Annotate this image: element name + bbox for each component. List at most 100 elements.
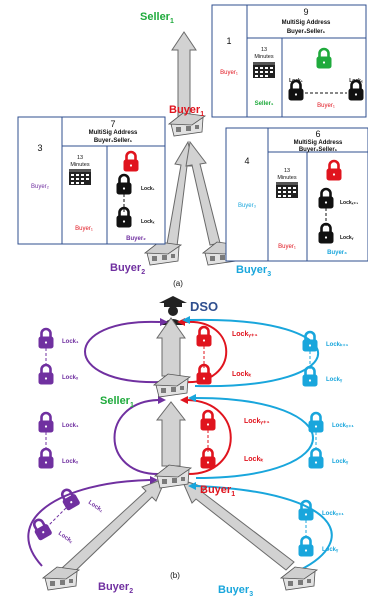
multisig-address-parties: Buyer₁Seller₁ (299, 147, 338, 153)
caption-b: (b) (170, 571, 180, 580)
buyer1-label-a: Buyer1 (169, 104, 204, 118)
row-number: 1 (226, 36, 231, 46)
lock-label: Lockᵧ₊₁ (232, 331, 258, 338)
multisig-address-parties: Buyer₁Seller₁ (94, 138, 133, 144)
seller-locks: Lock₁ Lockₓ Lockᵧ₊₁ Lockₖ Lockₓ₊₁ Lockᵧ (37, 409, 354, 470)
blue-lock-icon (297, 499, 315, 522)
arrow-buyer1-to-seller (171, 31, 197, 118)
lock-label: Lockₖ (244, 456, 263, 463)
bottom-left-party: Buyer₁ (278, 244, 296, 250)
row-number: 3 (37, 143, 42, 153)
buyer2-label-b: Buyer2 (98, 581, 133, 595)
curve-blue-seller-dso-head (182, 316, 190, 324)
calendar-icon (69, 169, 91, 185)
blue-lock-icon (297, 535, 315, 558)
multisig-address-parties: Buyer₁Seller₁ (287, 29, 326, 35)
blue-lock-icon (301, 330, 319, 353)
left-party: Buyer₂ (31, 184, 50, 190)
seller1-label-a: Seller1 (140, 11, 174, 25)
curve-red-buyer1-seller-head (180, 396, 188, 404)
minutes-value: 13 (77, 155, 83, 161)
bottom-right-party: Buyer₁ (317, 103, 335, 109)
dso-label: DSO (190, 299, 218, 314)
curve-purple-seller-dso (84, 320, 161, 384)
block-number: 6 (315, 129, 320, 139)
house-seller1-icon (153, 373, 191, 398)
purple-lock-icon (37, 327, 55, 350)
dso-locks: Lock₁ Lockₓ Lockᵧ₊₁ Lockₖ Lockₖ₊₁ Lockᵧ (37, 325, 349, 388)
lock-top-label: Lock₁ (141, 186, 155, 192)
lock-label: Lockᵧ (326, 377, 343, 383)
curve-purple-buyer1-seller (113, 399, 159, 475)
house-buyer3-icon (280, 566, 318, 591)
arrow-seller-to-dso (156, 317, 186, 377)
arrow-buyer3-to-buyer1 (181, 479, 295, 571)
buyer1-locks: Lock₁ Lockₓ Lockₓ₊₁ Lockᵧ (29, 485, 344, 558)
buyer2-label-a: Buyer2 (110, 262, 145, 276)
house-buyer2-icon (144, 241, 182, 266)
arrow-buyer1-to-seller (155, 401, 187, 467)
curve-purple-buyer2-buyer1-head (150, 476, 158, 484)
bottom-left-party: Buyer₁ (75, 226, 93, 232)
blue-lock-icon (307, 447, 325, 470)
lock-label: Lock₁ (87, 500, 104, 515)
flow-arrows-a (166, 31, 221, 247)
lock-label: Lockₓ₊₁ (332, 423, 354, 429)
curve-purple-buyer1-seller-head (158, 396, 166, 404)
block-number: 9 (303, 7, 308, 17)
bottom-left-party: Seller₁ (255, 101, 274, 107)
red-lock-icon (195, 325, 213, 348)
lock-label: Lockₓ (57, 531, 74, 546)
curve-purple-buyer2-buyer1 (27, 479, 151, 567)
multisig-address-label: MultiSig Address (282, 20, 331, 26)
buyer1-label-b: Buyer1 (200, 484, 235, 498)
ledger-block-right: 4 6 MultiSig Address Buyer₁Seller₁ Buyer… (225, 127, 368, 262)
ledger-block-top: 1 9 MultiSig Address Buyer₁Seller₁ Buyer… (211, 4, 367, 118)
lock-label: Lockₖ₊₁ (326, 342, 349, 348)
minutes-label: Minutes (277, 175, 297, 181)
seller1-label-b: Seller1 (100, 395, 134, 409)
minutes-value: 13 (284, 168, 290, 174)
arrow-buyer2-to-buyer1 (61, 477, 167, 577)
curve-blue-buyer1-seller-head (188, 394, 196, 402)
lock-label: Lockᵧ (332, 459, 349, 465)
left-party: Buyer₃ (238, 203, 257, 209)
row-number: 4 (244, 156, 249, 166)
multisig-address-label: MultiSig Address (89, 130, 138, 136)
panel-a: Seller1 Buyer1 Buyer2 Buyer3 1 9 MultiSi… (17, 4, 368, 288)
purple-lock-icon (37, 411, 55, 434)
minutes-label: Minutes (254, 54, 274, 60)
lock-top-label: Lockₓ₊₁ (340, 200, 358, 206)
minutes-label: Minutes (70, 162, 90, 168)
panel-b: DSO Seller1 Buyer1 (27, 296, 354, 598)
curve-blue-buyer3-buyer1 (195, 485, 333, 571)
left-party: Buyer₁ (220, 70, 238, 76)
blue-lock-icon (301, 365, 319, 388)
lock-label: Lockₓ (62, 375, 79, 381)
lock-label: Lockᵧ₊₁ (244, 418, 270, 425)
curve-blue-buyer1-seller (195, 397, 314, 479)
block-number: 7 (110, 119, 115, 129)
lock-bottom-label: Lockᵧ (340, 235, 354, 241)
buyer3-label-b: Buyer3 (218, 584, 253, 598)
lock-label: Lockₓ₊₁ (322, 511, 344, 517)
calendar-icon (253, 62, 275, 78)
curve-purple-seller-dso-head (160, 318, 168, 326)
lock-bottom-label: Lockₓ (141, 219, 155, 225)
lock-label: Lock₁ (62, 423, 79, 429)
lock-label: Lockₓ (62, 459, 79, 465)
bottom-right-party: Buyer₃ (327, 250, 347, 256)
purple-lock-icon (37, 363, 55, 386)
curve-red-buyer1-seller (187, 399, 232, 475)
red-lock-icon (199, 409, 217, 432)
house-buyer1-icon (154, 464, 192, 489)
blue-lock-icon (307, 411, 325, 434)
purple-lock-icon (37, 447, 55, 470)
lock-label: Lockₖ (232, 371, 251, 378)
house-buyer2-icon (42, 566, 80, 591)
lock-label: Lockᵧ (322, 547, 339, 553)
minutes-value: 13 (261, 47, 267, 53)
arrow-buyer3-to-buyer1 (185, 140, 221, 246)
lock-label: Lock₁ (62, 339, 79, 345)
